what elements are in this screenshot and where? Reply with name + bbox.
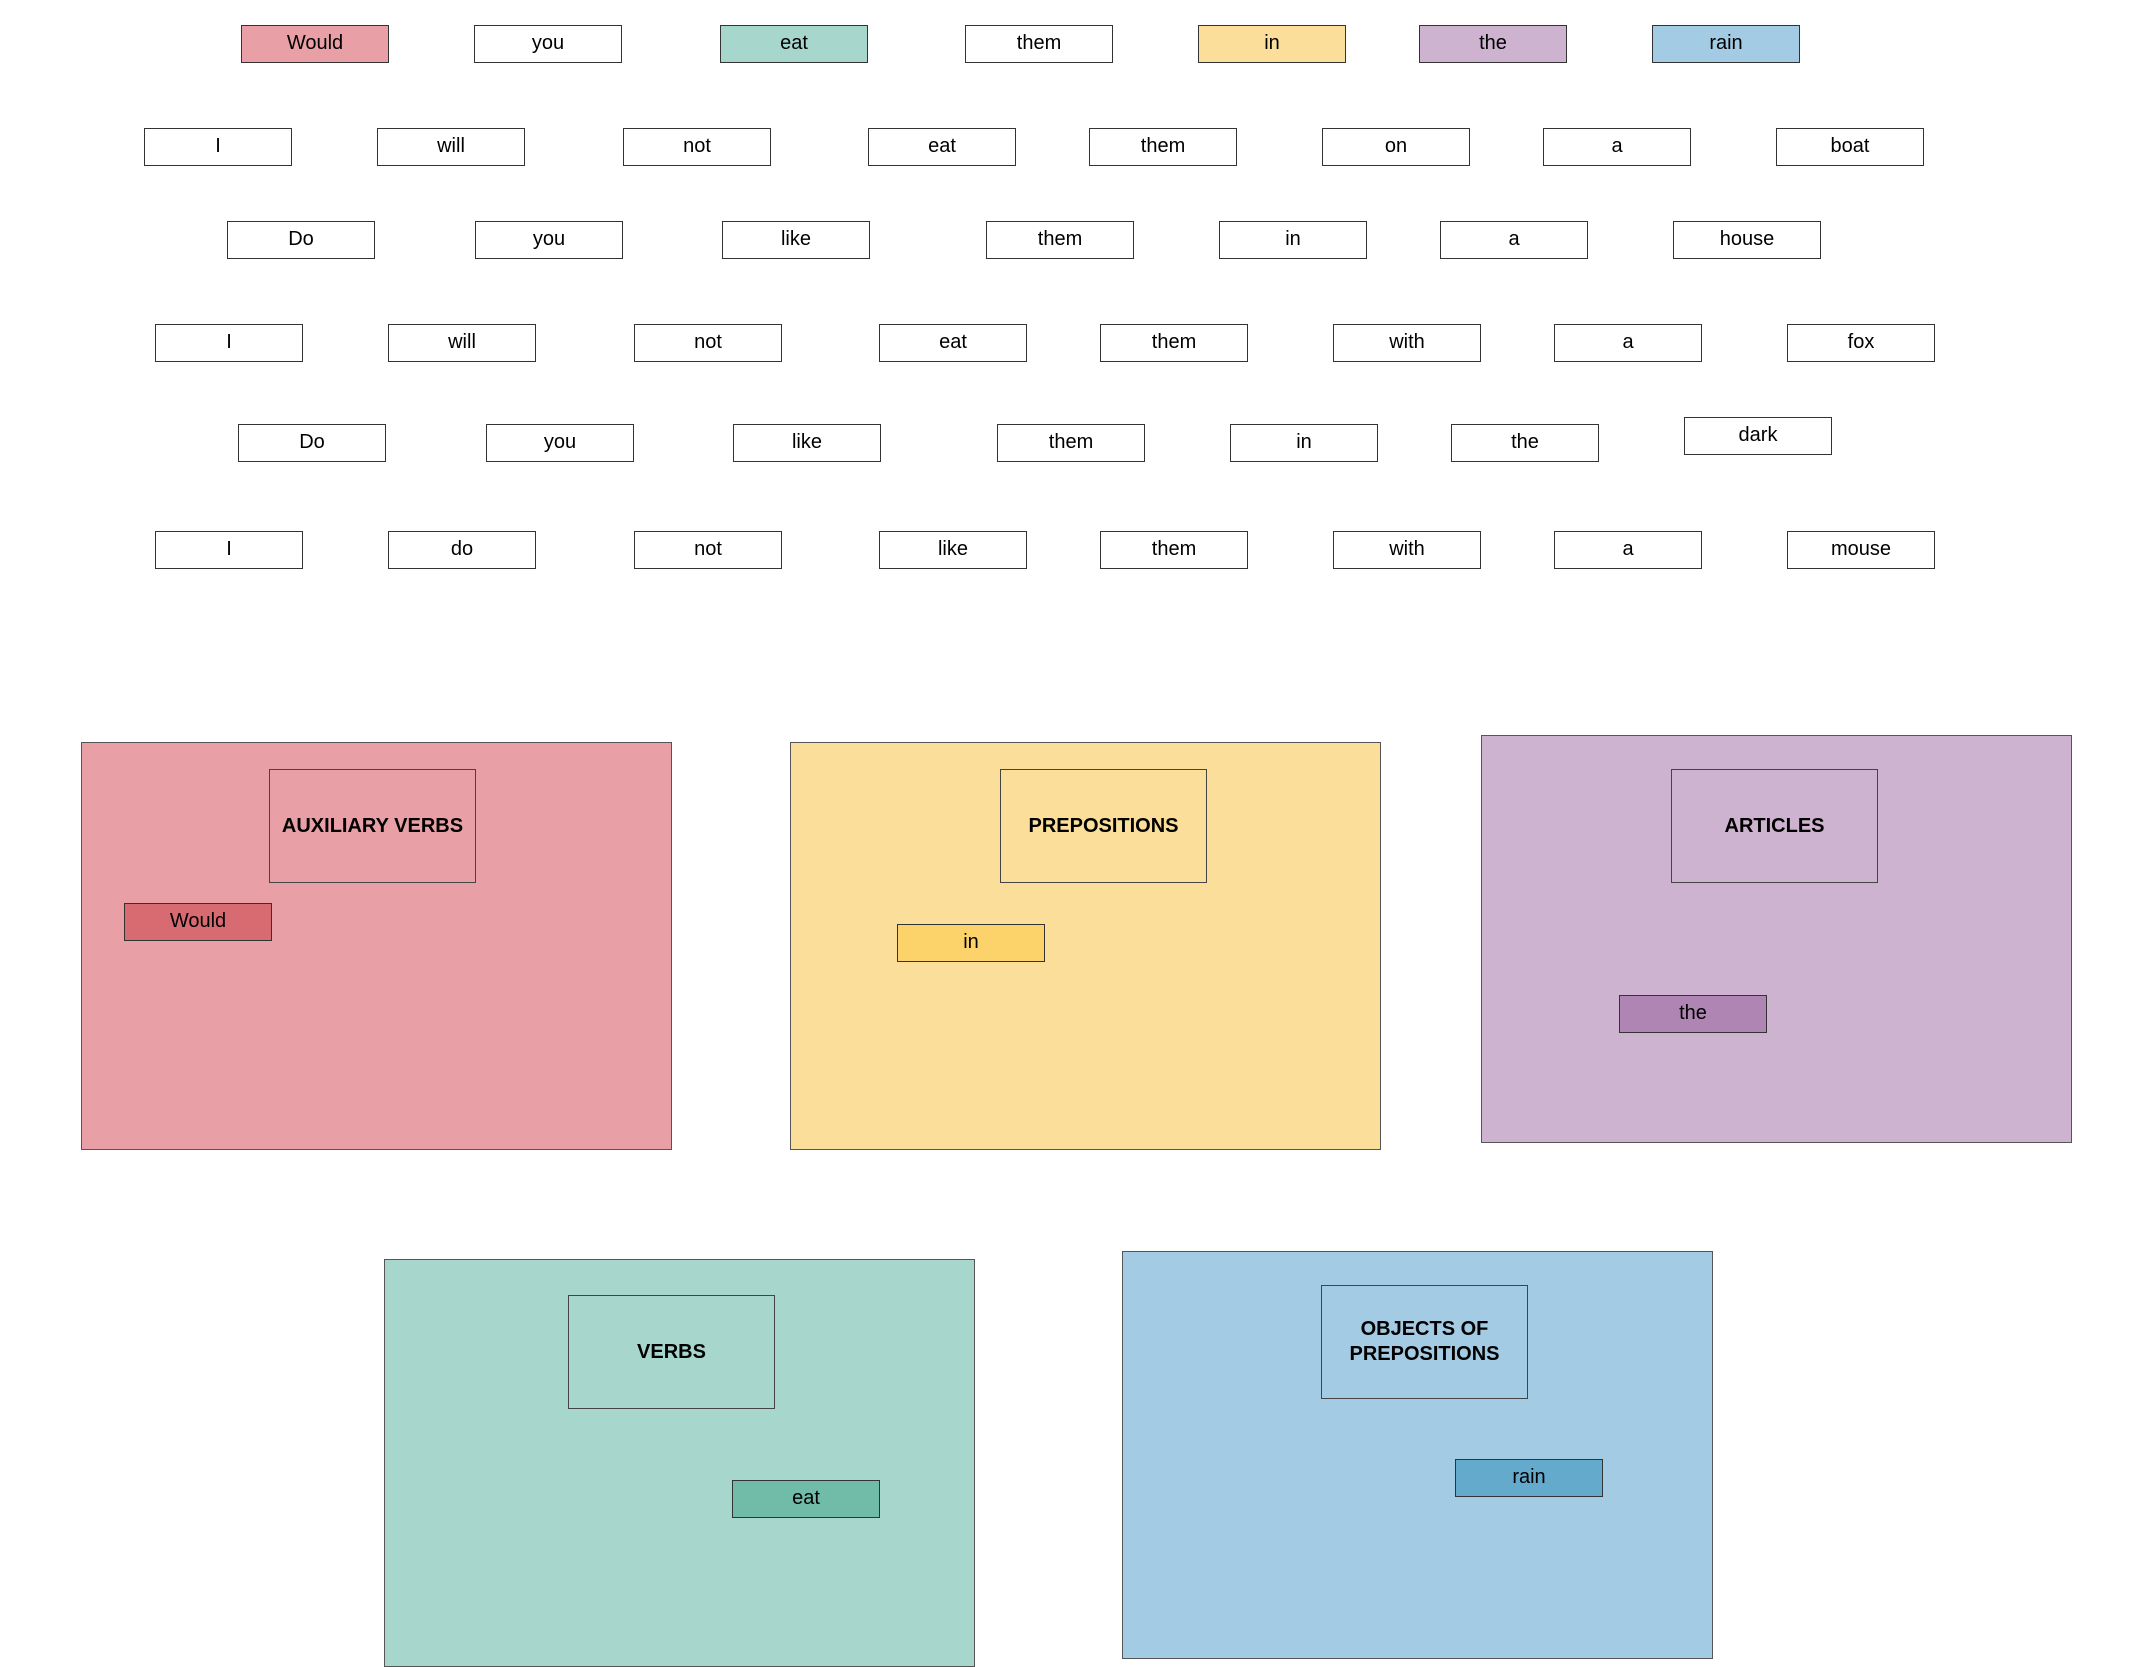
word-tile[interactable]: dark (1684, 417, 1832, 455)
word-tile[interactable]: in (1198, 25, 1346, 63)
word-tile[interactable]: mouse (1787, 531, 1935, 569)
word-tile[interactable]: them (1100, 531, 1248, 569)
word-tile[interactable]: fox (1787, 324, 1935, 362)
word-tile[interactable]: the (1451, 424, 1599, 462)
zone-title-prepositions: PREPOSITIONS (1000, 769, 1207, 883)
prepositions-zone[interactable]: PREPOSITIONS in (790, 742, 1381, 1150)
word-tile[interactable]: a (1554, 531, 1702, 569)
word-tile[interactable]: like (879, 531, 1027, 569)
word-tile[interactable]: like (722, 221, 870, 259)
auxiliary-verbs-zone[interactable]: AUXILIARY VERBS Would (81, 742, 672, 1150)
word-tile[interactable]: them (986, 221, 1134, 259)
word-tile[interactable]: rain (1652, 25, 1800, 63)
word-tile[interactable]: I (155, 531, 303, 569)
word-tile[interactable]: Do (238, 424, 386, 462)
word-tile[interactable]: not (623, 128, 771, 166)
word-tile[interactable]: in (1219, 221, 1367, 259)
objects-of-prepositions-zone[interactable]: OBJECTS OF PREPOSITIONS rain (1122, 1251, 1713, 1659)
word-tile[interactable]: like (733, 424, 881, 462)
zone-title-verbs: VERBS (568, 1295, 775, 1409)
zone-title-objects-of-prepositions: OBJECTS OF PREPOSITIONS (1321, 1285, 1528, 1399)
word-tile[interactable]: a (1554, 324, 1702, 362)
word-tile[interactable]: eat (879, 324, 1027, 362)
word-tile[interactable]: a (1543, 128, 1691, 166)
sorted-word-tile[interactable]: rain (1455, 1459, 1603, 1497)
articles-zone[interactable]: ARTICLES the (1481, 735, 2072, 1143)
word-tile[interactable]: Do (227, 221, 375, 259)
verbs-zone[interactable]: VERBS eat (384, 1259, 975, 1667)
word-tile[interactable]: I (144, 128, 292, 166)
word-tile[interactable]: with (1333, 531, 1481, 569)
word-tile[interactable]: house (1673, 221, 1821, 259)
word-tile[interactable]: eat (868, 128, 1016, 166)
zone-title-articles: ARTICLES (1671, 769, 1878, 883)
word-tile[interactable]: them (1100, 324, 1248, 362)
word-tile[interactable]: I (155, 324, 303, 362)
word-tile[interactable]: eat (720, 25, 868, 63)
word-tile[interactable]: them (965, 25, 1113, 63)
word-tile[interactable]: boat (1776, 128, 1924, 166)
word-tile[interactable]: you (475, 221, 623, 259)
word-tile[interactable]: you (474, 25, 622, 63)
word-tile[interactable]: them (1089, 128, 1237, 166)
word-tile[interactable]: will (377, 128, 525, 166)
word-tile[interactable]: them (997, 424, 1145, 462)
word-tile[interactable]: not (634, 324, 782, 362)
zone-title-auxiliary-verbs: AUXILIARY VERBS (269, 769, 476, 883)
sorted-word-tile[interactable]: Would (124, 903, 272, 941)
word-tile[interactable]: on (1322, 128, 1470, 166)
sorted-word-tile[interactable]: in (897, 924, 1045, 962)
sorted-word-tile[interactable]: the (1619, 995, 1767, 1033)
sorted-word-tile[interactable]: eat (732, 1480, 880, 1518)
word-tile[interactable]: do (388, 531, 536, 569)
word-tile[interactable]: the (1419, 25, 1567, 63)
word-tile[interactable]: you (486, 424, 634, 462)
word-tile[interactable]: in (1230, 424, 1378, 462)
word-tile[interactable]: Would (241, 25, 389, 63)
word-tile[interactable]: will (388, 324, 536, 362)
word-tile[interactable]: not (634, 531, 782, 569)
word-tile[interactable]: a (1440, 221, 1588, 259)
word-tile[interactable]: with (1333, 324, 1481, 362)
